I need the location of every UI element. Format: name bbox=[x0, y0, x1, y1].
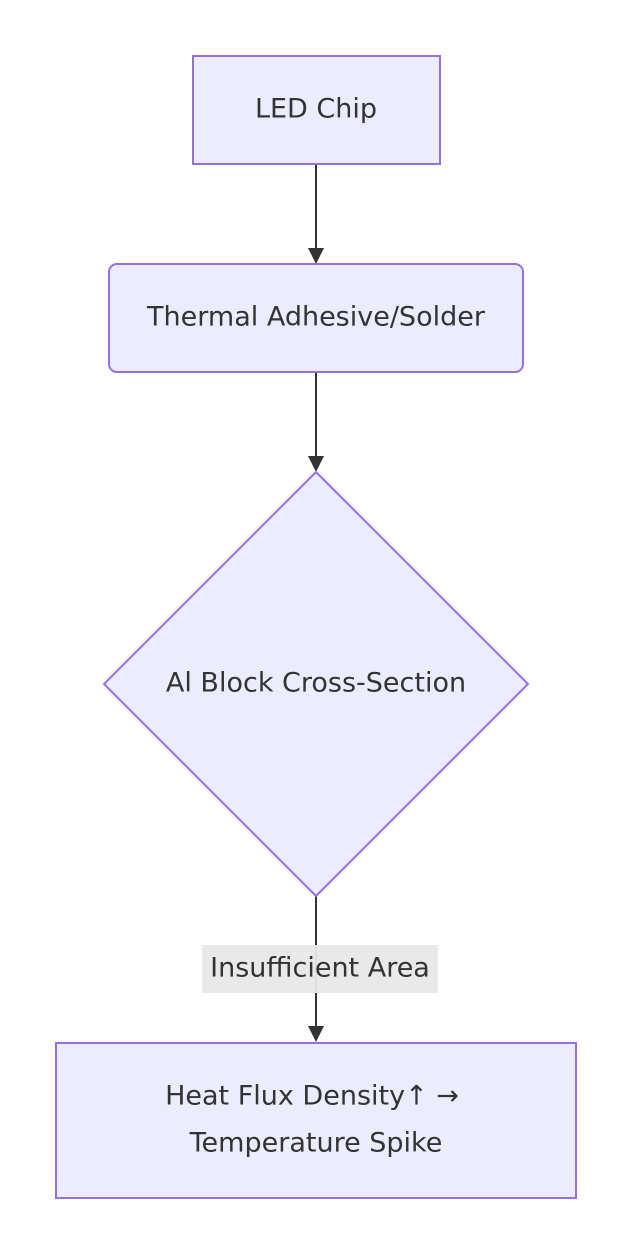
node-al-block: Al Block Cross-Section bbox=[102, 470, 530, 898]
edge-adhesive-to-block bbox=[308, 372, 324, 472]
node-led-chip-label: LED Chip bbox=[255, 94, 377, 125]
node-heat-flux-label-line1: Heat Flux Density↑ → bbox=[165, 1081, 459, 1112]
node-led-chip: LED Chip bbox=[192, 55, 441, 165]
edge-label-insufficient-area: Insufficient Area bbox=[202, 945, 438, 993]
node-heat-flux: Heat Flux Density↑ → Temperature Spike bbox=[55, 1042, 577, 1199]
edge-label-insufficient-area-text: Insufficient Area bbox=[210, 953, 430, 984]
node-heat-flux-label-line2: Temperature Spike bbox=[189, 1128, 443, 1159]
node-thermal-adhesive: Thermal Adhesive/Solder bbox=[108, 263, 524, 373]
node-al-block-label: Al Block Cross-Section bbox=[166, 668, 466, 699]
edge-led-to-adhesive bbox=[308, 164, 324, 264]
node-thermal-adhesive-label: Thermal Adhesive/Solder bbox=[146, 302, 486, 333]
